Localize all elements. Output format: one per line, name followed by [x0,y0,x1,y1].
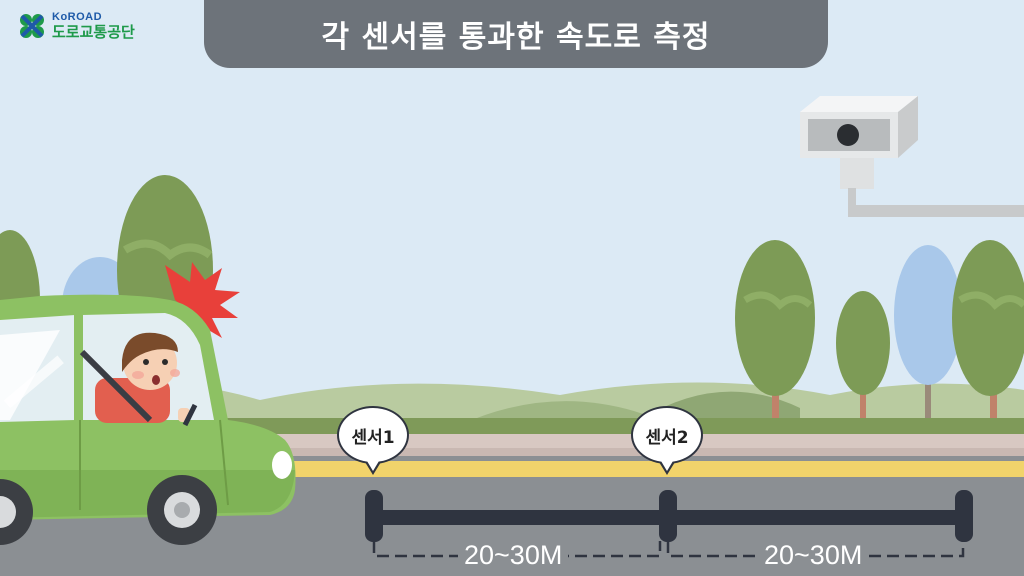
koroad-logo: KoROAD 도로교통공단 [18,12,135,40]
logo-korean: 도로교통공단 [52,23,135,41]
blue-tree [894,245,962,420]
tree-right-3 [952,240,1024,420]
sensor-2-label: 센서2 [631,406,703,464]
title-bar: 각 센서를 통과한 속도로 측정 [204,0,828,68]
measurement-bar [365,490,973,558]
flash-burst-icon [165,262,240,338]
sensor-2-marker [659,490,677,542]
page-title: 각 센서를 통과한 속도로 측정 [321,20,711,55]
distance-guide-1 [372,541,662,558]
koroad-logo-mark-icon [20,14,44,38]
sensor-1-marker [365,490,383,542]
sensor-1-label: 센서1 [337,406,409,464]
headlight [272,451,292,479]
distance-label-2: 20~30M [758,538,869,572]
camera-lens-icon [837,124,859,146]
sensor-1-text: 센서1 [351,427,395,448]
logo-english: KoROAD [52,11,103,23]
speed-camera [800,96,1024,217]
rear-wheel [0,479,33,545]
distance-label-1: 20~30M [458,538,569,572]
tree-right-1 [735,240,815,420]
front-wheel [147,475,217,545]
tree-right-2 [836,291,890,420]
end-marker [955,490,973,542]
car [0,294,296,545]
sensor-2-text: 센서2 [645,427,689,448]
